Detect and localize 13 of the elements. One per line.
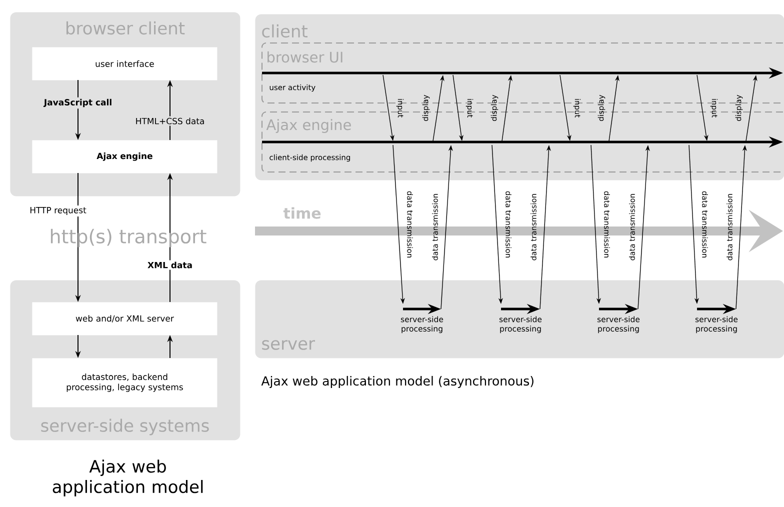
lane-title: browser UI xyxy=(268,51,342,63)
process-box: web and/or XML server xyxy=(32,302,218,336)
lane-title: Ajax engine xyxy=(266,118,351,134)
edge-label: HTML+CSS data xyxy=(134,116,206,126)
edge-label: XML data xyxy=(146,260,194,270)
caption: Ajax web application model xyxy=(52,460,203,496)
process-box: Ajax engine xyxy=(32,140,218,174)
edge-label: HTTP request xyxy=(28,206,88,216)
caption: Ajax web application model (asynchronous) xyxy=(261,376,534,388)
process-box: user interface xyxy=(32,47,218,80)
process-box: datastores, backend processing, legacy systems xyxy=(32,358,218,408)
time-label: time xyxy=(283,207,321,219)
edge-label: JavaScript call xyxy=(42,97,114,109)
